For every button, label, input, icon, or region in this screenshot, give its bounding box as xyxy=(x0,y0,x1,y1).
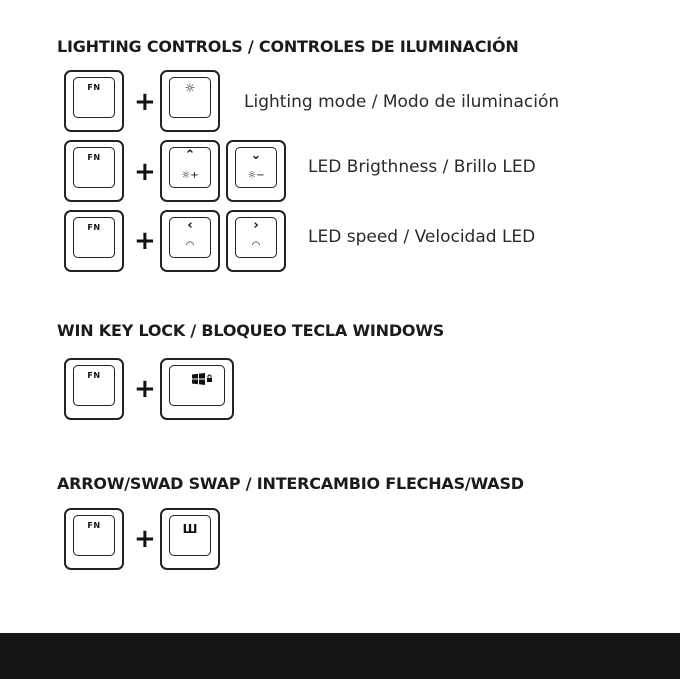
brightness-down-key: ⌄ ☼− xyxy=(226,140,286,202)
chevron-left-icon: ‹ xyxy=(170,218,210,233)
fn-label: FN xyxy=(74,371,114,380)
chevron-down-icon: ⌄ xyxy=(236,148,276,163)
lighting-controls-heading: LIGHTING CONTROLS / CONTROLES DE ILUMINA… xyxy=(57,37,519,56)
fn-label: FN xyxy=(74,521,114,530)
brightness-up-label: ☼+ xyxy=(170,170,210,181)
brightness-up-key: ⌃ ☼+ xyxy=(160,140,220,202)
speed-down-key: ‹ ◠ xyxy=(160,210,220,272)
fn-key: FN xyxy=(64,70,124,132)
lighting-mode-description: Lighting mode / Modo de iluminación xyxy=(244,92,559,112)
plus-sign: + xyxy=(134,376,156,402)
speed-description: LED speed / Velocidad LED xyxy=(308,227,535,247)
chevron-up-icon: ⌃ xyxy=(170,148,210,163)
speed-up-key: › ◠ xyxy=(226,210,286,272)
chevron-right-icon: › xyxy=(236,218,276,233)
footer-bar xyxy=(0,633,680,679)
fn-key: FN xyxy=(64,140,124,202)
speed-gauge-icon: ◠ xyxy=(170,240,210,251)
fn-label: FN xyxy=(74,153,114,162)
lighting-mode-key: ☼ xyxy=(160,70,220,132)
plus-sign: + xyxy=(134,526,156,552)
fn-key: FN xyxy=(64,210,124,272)
w-key: Ш xyxy=(160,508,220,570)
fn-key: FN xyxy=(64,508,124,570)
sun-icon: ☼ xyxy=(170,81,210,95)
arrow-swap-heading: ARROW/SWAD SWAP / INTERCAMBIO FLECHAS/WA… xyxy=(57,474,524,493)
speed-gauge-icon: ◠ xyxy=(236,240,276,251)
fn-label: FN xyxy=(74,83,114,92)
brightness-down-label: ☼− xyxy=(236,170,276,181)
plus-sign: + xyxy=(134,159,156,185)
plus-sign: + xyxy=(134,89,156,115)
plus-sign: + xyxy=(134,228,156,254)
win-key-lock-heading: WIN KEY LOCK / BLOQUEO TECLA WINDOWS xyxy=(57,321,444,340)
w-label: Ш xyxy=(170,522,210,536)
windows-lock-icon xyxy=(192,373,212,385)
fn-key: FN xyxy=(64,358,124,420)
fn-label: FN xyxy=(74,223,114,232)
brightness-description: LED Brigthness / Brillo LED xyxy=(308,157,536,177)
windows-key xyxy=(160,358,234,420)
